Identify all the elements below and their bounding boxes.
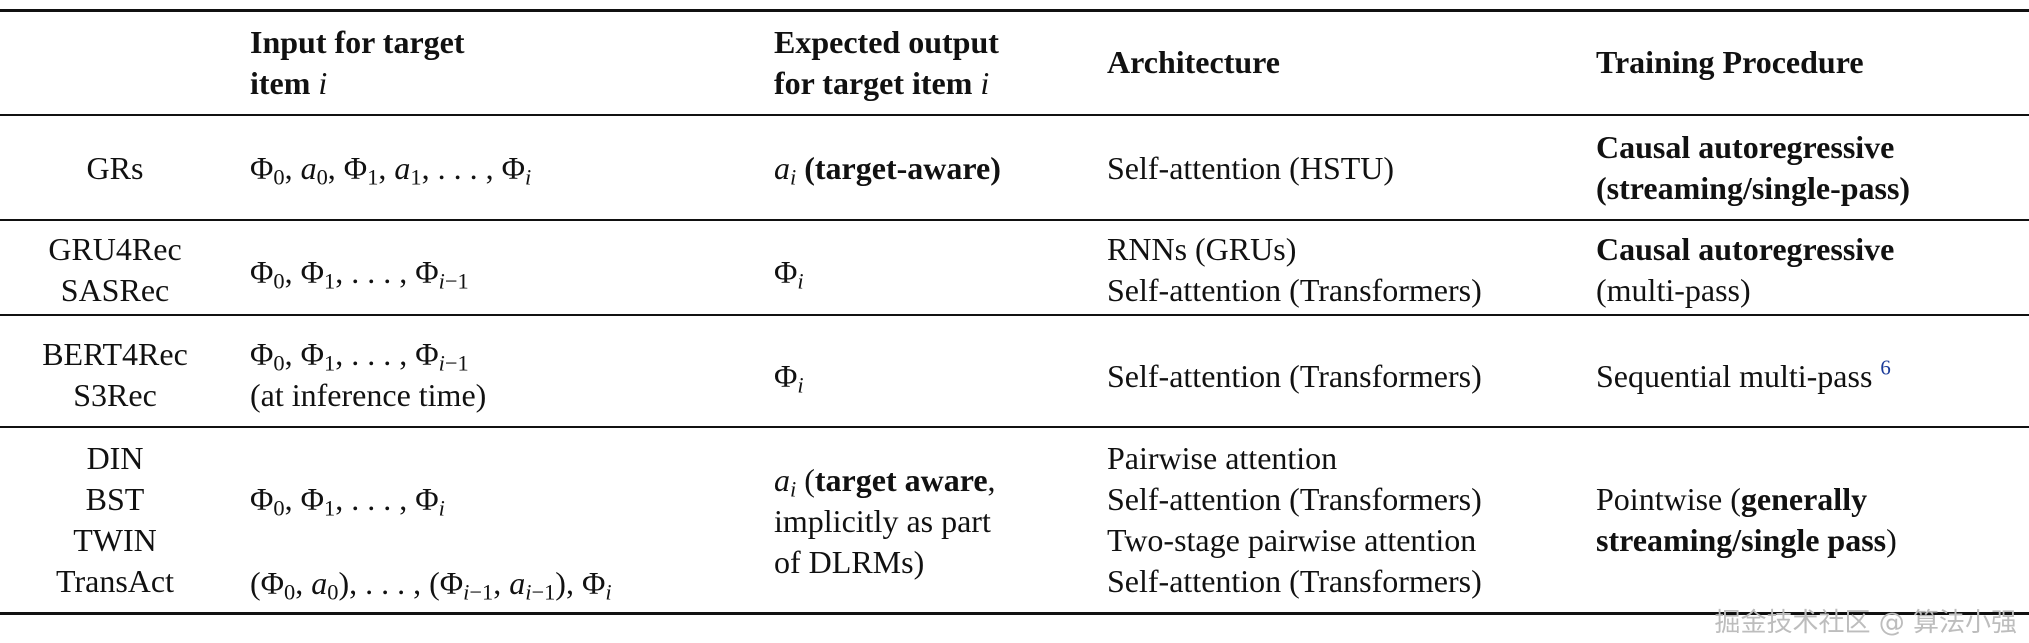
header-training: Training Procedure xyxy=(1596,44,1864,80)
training-procedure: Causal autoregressive (multi-pass) xyxy=(1596,231,1895,308)
model-name: GRU4Rec SASRec xyxy=(48,231,182,308)
input-sequence-pairs: (Φ0, a0), . . . , (Φi−1, ai−1), Φi xyxy=(250,565,612,605)
input-sequence: Φ0, Φ1, . . . , Φi xyxy=(250,481,445,521)
header-architecture: Architecture xyxy=(1107,44,1280,80)
footnote-link[interactable]: 6 xyxy=(1880,356,1891,380)
row-rule xyxy=(0,314,2029,316)
input-sequence: Φ0, Φ1, . . . , Φi−1 xyxy=(250,254,469,294)
expected-output: ai (target-aware) xyxy=(774,150,1001,190)
architecture: Pairwise attention Self-attention (Trans… xyxy=(1107,440,1482,599)
watermark: 掘金技术社区 @ 算法小强 xyxy=(1714,608,2017,638)
expected-output: Φi xyxy=(774,254,804,294)
model-name: GRs xyxy=(86,150,144,186)
architecture: Self-attention (Transformers) xyxy=(1107,358,1482,394)
training-procedure: Sequential multi-pass 6 xyxy=(1596,356,1891,394)
training-procedure: Pointwise (generally streaming/single pa… xyxy=(1596,481,1897,558)
architecture: RNNs (GRUs) Self-attention (Transformers… xyxy=(1107,231,1482,308)
input-sequence: Φ0, a0, Φ1, a1, . . . , Φi xyxy=(250,150,532,190)
table-top-rule xyxy=(0,9,2029,12)
header-rule xyxy=(0,114,2029,116)
architecture: Self-attention (HSTU) xyxy=(1107,150,1395,186)
row-rule xyxy=(0,219,2029,221)
model-name: DIN BST TWIN TransAct xyxy=(56,440,174,599)
header-output: Expected output for target item i xyxy=(774,24,999,101)
row-rule xyxy=(0,426,2029,428)
table-bottom-rule xyxy=(0,612,2029,615)
expected-output: ai (target aware, implicitly as part of … xyxy=(774,462,996,580)
model-name: BERT4Rec S3Rec xyxy=(42,336,188,413)
training-procedure: Causal autoregressive (streaming/single-… xyxy=(1596,129,1911,206)
input-sequence: Φ0, Φ1, . . . , Φi−1 (at inference time) xyxy=(250,336,487,413)
expected-output: Φi xyxy=(774,358,804,398)
header-input: Input for target item i xyxy=(250,24,465,101)
